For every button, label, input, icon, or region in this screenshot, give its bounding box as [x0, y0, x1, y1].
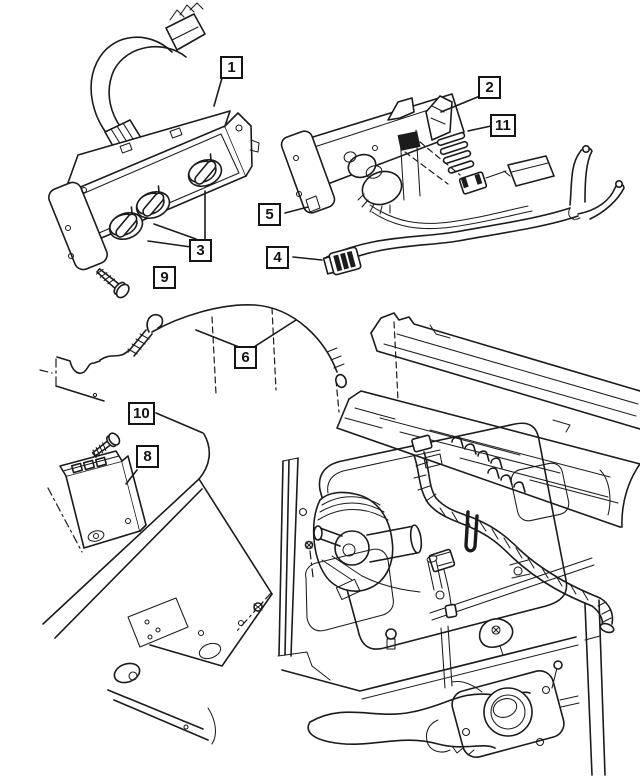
engine-bay-illustration	[42, 312, 640, 776]
hinge-pillar	[277, 457, 331, 681]
wiring-harness-loom	[411, 434, 615, 634]
inline-connector	[458, 170, 507, 195]
cowl-panel	[335, 379, 640, 528]
mounting-screw	[95, 268, 130, 299]
control-knob-center	[135, 185, 171, 220]
callout-5-leader	[284, 206, 309, 214]
callout-leaders	[125, 77, 492, 485]
callout-10-leader	[155, 412, 204, 434]
engine-intake-and-throttle-body	[307, 555, 606, 776]
callout-3[interactable]: 3	[189, 239, 212, 262]
callout-4[interactable]: 4	[266, 246, 289, 269]
heater-control-front	[48, 2, 260, 299]
callout-1[interactable]: 1	[220, 56, 243, 79]
windshield-frame	[370, 312, 640, 433]
control-knob-left	[108, 206, 144, 241]
callout-11-leader	[467, 125, 492, 132]
vacuum-fitting-fins	[436, 131, 475, 174]
control-knob-right	[187, 153, 223, 188]
heater-box	[281, 548, 595, 700]
harness-connector	[165, 2, 206, 51]
callout-2[interactable]: 2	[478, 76, 501, 99]
blower-motor	[298, 491, 423, 592]
callout-2-leader	[440, 95, 481, 113]
callout-5[interactable]: 5	[258, 203, 281, 226]
control-module	[47, 432, 147, 553]
callout-10[interactable]: 10	[128, 402, 155, 425]
heater-control-rear	[280, 93, 625, 276]
callout-1-leader	[213, 77, 223, 107]
callout-8-leader	[125, 469, 138, 485]
fender-and-frame	[42, 433, 273, 745]
vacuum-switch	[343, 151, 403, 215]
callout-3-leader	[147, 190, 206, 248]
callout-4-leader	[292, 256, 323, 261]
firewall-panel	[318, 422, 570, 650]
callout-6-leader	[195, 319, 297, 348]
harness-connector-4	[322, 246, 362, 276]
callout-8[interactable]: 8	[136, 445, 159, 468]
temperature-control-cable	[39, 304, 347, 402]
module-screw	[91, 432, 121, 459]
callout-9[interactable]: 9	[153, 266, 176, 289]
callout-6[interactable]: 6	[234, 346, 257, 369]
callout-11[interactable]: 11	[490, 114, 516, 137]
